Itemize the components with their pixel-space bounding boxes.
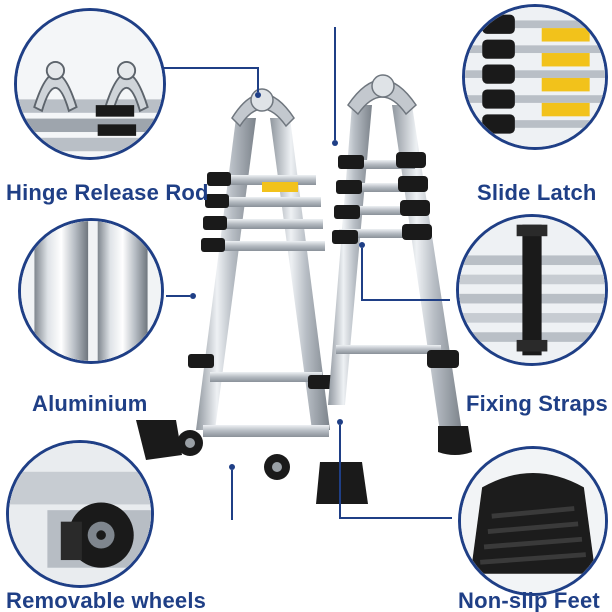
- removable-wheels-label: Removable wheels: [6, 588, 207, 612]
- slide-latch-label: Slide Latch: [477, 180, 597, 205]
- left-ladder-section: [188, 88, 334, 437]
- slide-latch-closeup-circle: [462, 4, 608, 150]
- slide-latch-closeup-icon: [465, 7, 605, 147]
- fixing-strap-closeup-circle: [456, 214, 608, 366]
- aluminium-label: Aluminium: [32, 391, 148, 416]
- hinge-closeup-circle: [14, 8, 166, 160]
- aluminium-tube-closeup-icon: [21, 221, 161, 361]
- aluminium-closeup-circle: [18, 218, 164, 364]
- foot-closeup-circle: [458, 446, 608, 596]
- fixing-strap-closeup-icon: [459, 217, 605, 363]
- hinge-release-rod-label: Hinge Release Rod: [6, 180, 209, 205]
- right-ladder-section: [316, 74, 472, 504]
- rubber-foot-closeup-icon: [461, 449, 605, 593]
- fixing-straps-label: Fixing Straps: [466, 391, 608, 416]
- wheel-closeup-icon: [9, 443, 151, 585]
- left-feet: [136, 420, 290, 480]
- non-slip-feet-label: Non-slip Feet: [458, 588, 600, 612]
- wheel-closeup-circle: [6, 440, 154, 588]
- hinge-closeup-icon: [17, 11, 163, 157]
